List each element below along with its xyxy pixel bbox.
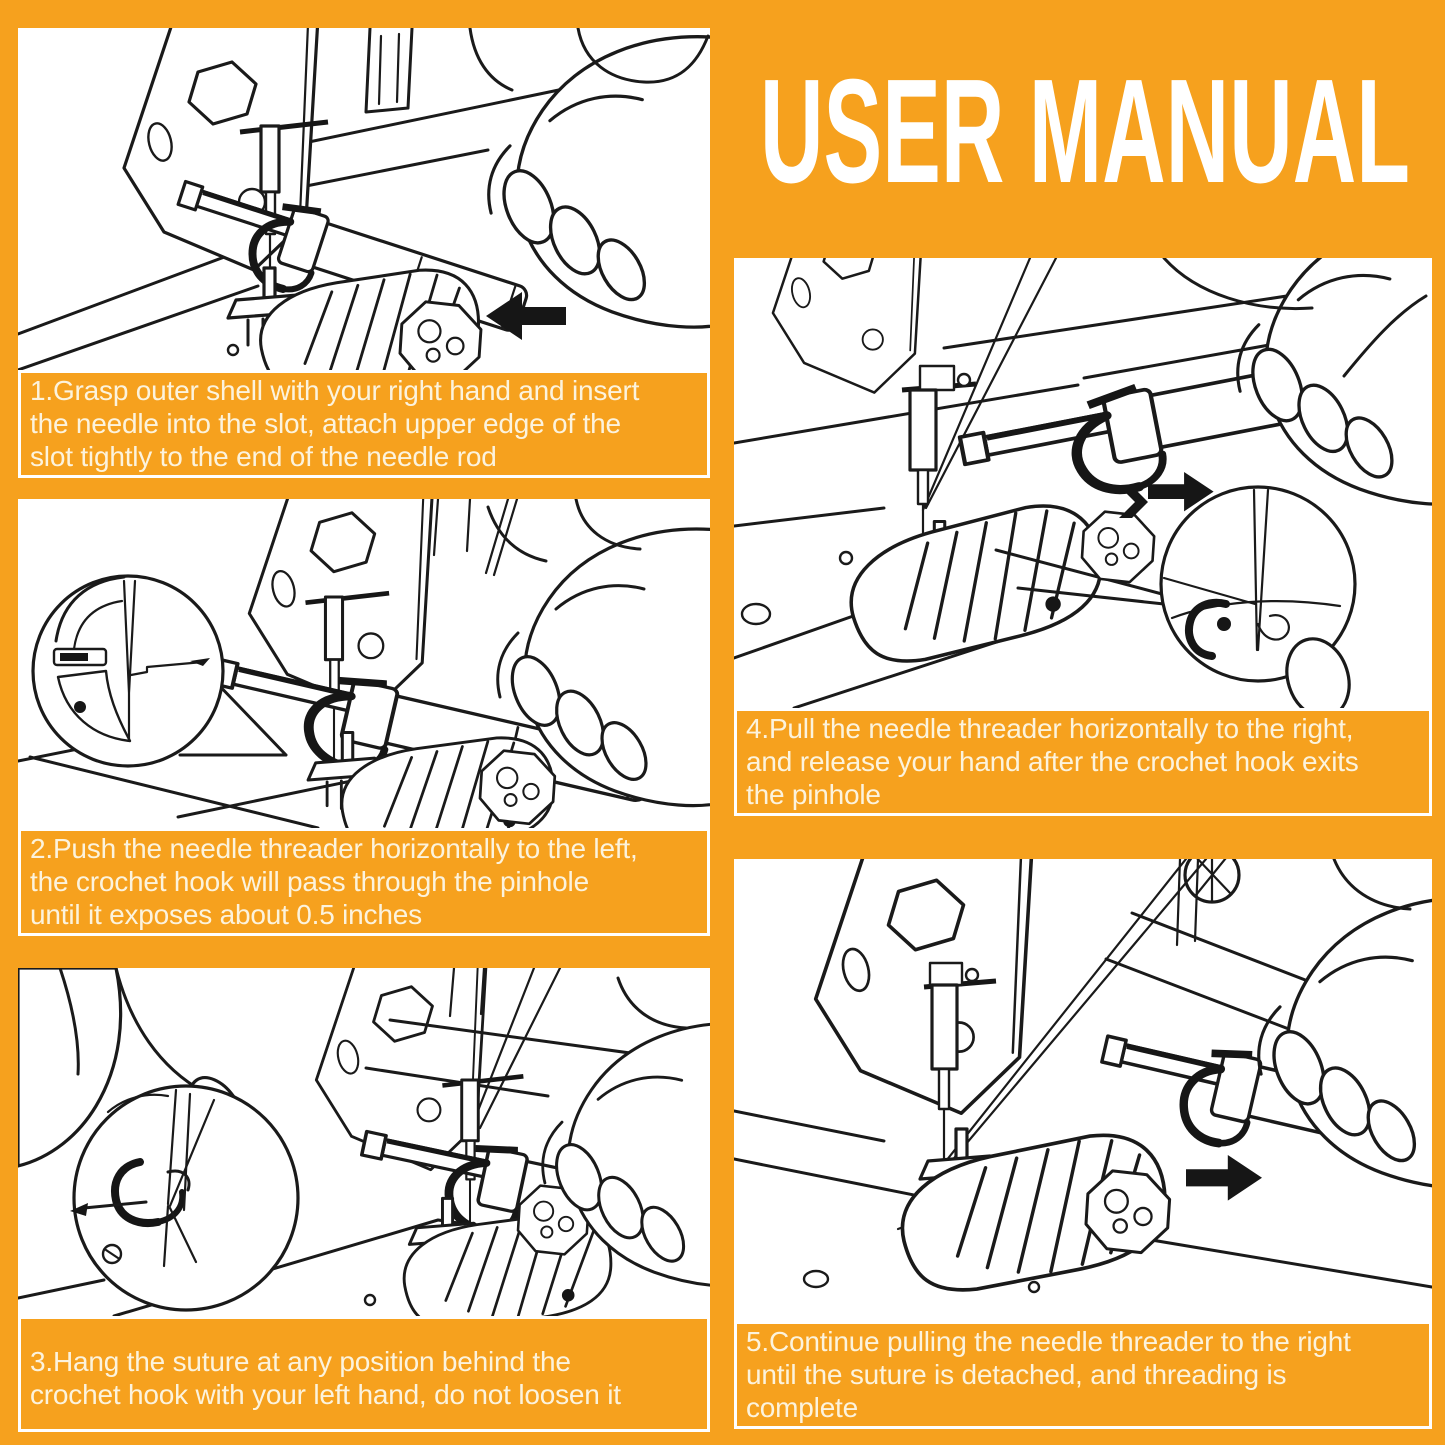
step-5-caption: 5.Continue pulling the needle threader t… [734, 1321, 1432, 1429]
needle-bar [923, 961, 997, 1167]
step-panel-4: 4.Pull the needle threader horizontally … [734, 258, 1432, 816]
step-3-illustration [18, 968, 710, 1316]
sewing-machine-head [771, 258, 926, 394]
needle-plate [836, 492, 1116, 674]
crochet-hook-detail [129, 660, 205, 677]
right-hand [541, 976, 710, 1288]
needle-detail [182, 1092, 192, 1212]
page-title-text: USER MANUAL [760, 62, 1410, 212]
right-hand [1162, 258, 1432, 506]
magnifier-circle-icon [31, 574, 225, 768]
magnifier-pointer [178, 675, 288, 757]
step-1-caption: 1.Grasp outer shell with your right hand… [18, 370, 710, 478]
thread-lines [921, 258, 1058, 512]
step-2-illustration [18, 499, 710, 828]
step-panel-2: 2.Push the needle threader horizontally … [18, 499, 710, 936]
machine-post [448, 968, 486, 1018]
arrow-right-icon [1186, 1155, 1262, 1201]
step-panel-1: 1.Grasp outer shell with your right hand… [18, 28, 710, 478]
machine-post [432, 499, 472, 557]
thread-through-pinhole [1162, 576, 1257, 606]
magnifier-pointer [994, 548, 1166, 606]
right-hand [486, 499, 710, 808]
step-4-caption: 4.Pull the needle threader horizontally … [734, 708, 1432, 816]
hand-wheel [1183, 859, 1241, 904]
step-2-caption: 2.Push the needle threader horizontally … [18, 828, 710, 936]
step-1-illustration [18, 28, 710, 370]
needle-detail [122, 579, 137, 741]
needle-bar [901, 364, 977, 558]
step-4-illustration [734, 258, 1432, 708]
arrow-right-icon [1119, 472, 1214, 518]
magnifier-circle-icon [1159, 485, 1357, 708]
right-hand [1257, 859, 1432, 1190]
right-hand [468, 28, 710, 329]
step-panel-5: 5.Continue pulling the needle threader t… [734, 859, 1432, 1429]
step-panel-3: 3.Hang the suture at any position behind… [18, 968, 710, 1432]
magnifier-circle-icon [70, 1084, 300, 1312]
page-title: USER MANUAL [738, 62, 1432, 212]
crochet-hook-detail [111, 1158, 162, 1227]
step-3-caption: 3.Hang the suture at any position behind… [18, 1316, 710, 1432]
suture-threads [162, 1088, 216, 1268]
machine-post [364, 28, 414, 114]
plate-hole [226, 343, 240, 357]
plate-hole [363, 1293, 377, 1307]
thread-lines [470, 968, 562, 1130]
step-5-illustration [734, 859, 1432, 1321]
bobbin-part [1080, 510, 1156, 584]
page-title-svg: USER MANUAL [760, 62, 1410, 212]
needle-detail [1252, 488, 1270, 652]
